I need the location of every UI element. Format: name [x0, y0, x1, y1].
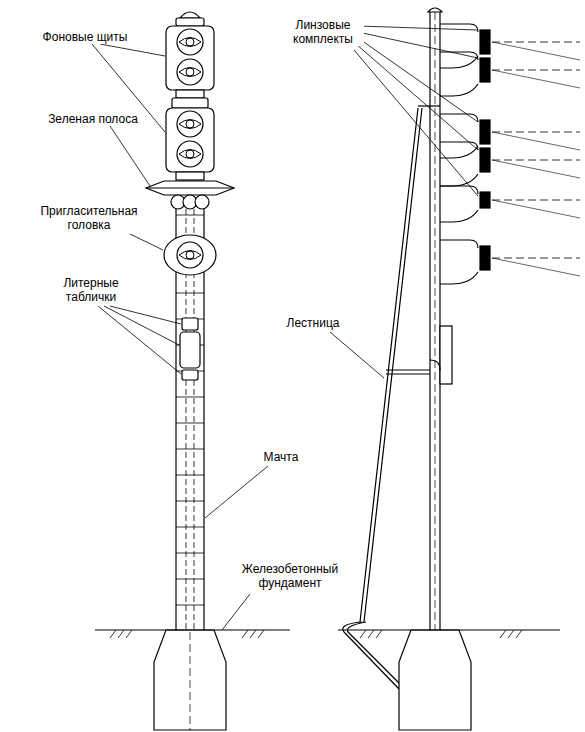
lens-kit	[440, 24, 580, 68]
part-label: Линзовые комплекты	[282, 18, 364, 46]
background-shield	[166, 108, 214, 172]
lens-kit	[440, 142, 580, 186]
part-label: Мачта	[258, 450, 304, 464]
ladder-rung	[176, 579, 204, 580]
background-shield	[166, 26, 214, 90]
foundation	[154, 630, 226, 730]
lens-kit	[440, 186, 580, 222]
ladder-rung	[176, 397, 204, 398]
invitation-head	[164, 235, 216, 275]
letter-plate	[182, 318, 198, 330]
ladder-rung	[176, 293, 204, 294]
part-label: Фоновые щиты	[36, 30, 134, 44]
green-stripe	[146, 181, 234, 195]
letter-plate	[182, 370, 198, 380]
lens-kit	[440, 240, 580, 284]
lens-kit	[440, 52, 580, 96]
ladder-rung	[176, 423, 204, 424]
part-label: Литерные таблички	[50, 276, 132, 304]
lens-kit	[440, 114, 580, 158]
side-view	[338, 8, 580, 730]
ladder-rung	[176, 527, 204, 528]
ladder-rung	[176, 215, 204, 216]
ladder-rung	[176, 475, 204, 476]
part-label: Железобетонный фундамент	[234, 562, 346, 590]
foundation	[399, 630, 471, 730]
junction-box	[440, 326, 452, 384]
ladder-rung	[176, 605, 204, 606]
part-label: Лестница	[282, 316, 344, 330]
leader-lines	[92, 26, 478, 630]
ladder-rung	[176, 553, 204, 554]
ladder-rung	[176, 449, 204, 450]
ladder-rung	[176, 501, 204, 502]
part-label: Зеленая полоса	[42, 112, 144, 126]
letter-plate	[180, 332, 200, 368]
part-label: Пригласительная головка	[36, 204, 142, 232]
